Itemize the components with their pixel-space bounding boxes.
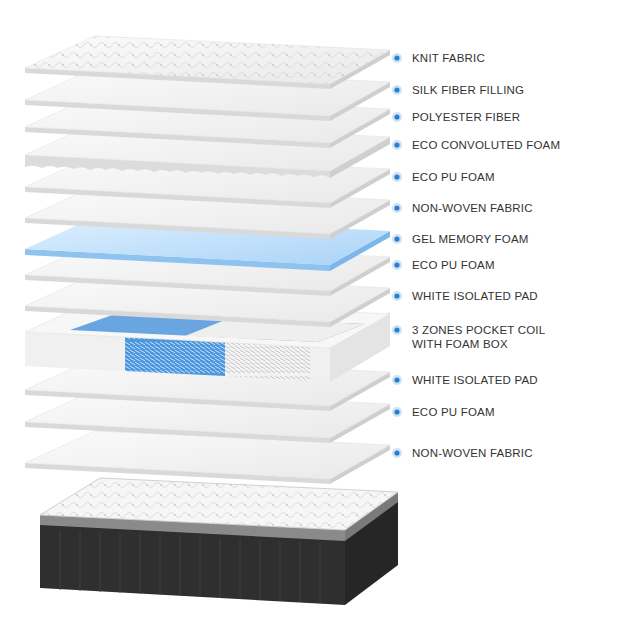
part-label: NON-WOVEN FABRIC — [412, 201, 627, 215]
part-label: ECO PU FOAM — [412, 405, 627, 419]
part-label: 3 ZONES POCKET COIL WITH FOAM BOX — [412, 323, 562, 351]
part-label: POLYESTER FIBER — [412, 110, 627, 124]
part-label: SILK FIBER FILLING — [412, 83, 627, 97]
part-label: GEL MEMORY FOAM — [412, 232, 627, 246]
part-label: ECO CONVOLUTED FOAM — [412, 138, 627, 152]
mattress — [40, 478, 398, 605]
knit-fabric-layer — [25, 36, 390, 89]
part-label: WHITE ISOLATED PAD — [412, 373, 627, 387]
part-label: ECO PU FOAM — [412, 170, 627, 184]
part-label: ECO PU FOAM — [412, 258, 627, 272]
part-label: WHITE ISOLATED PAD — [412, 289, 627, 303]
part-label: KNIT FABRIC — [412, 51, 627, 65]
part-label: NON-WOVEN FABRIC — [412, 446, 627, 460]
label-dots — [392, 53, 402, 458]
